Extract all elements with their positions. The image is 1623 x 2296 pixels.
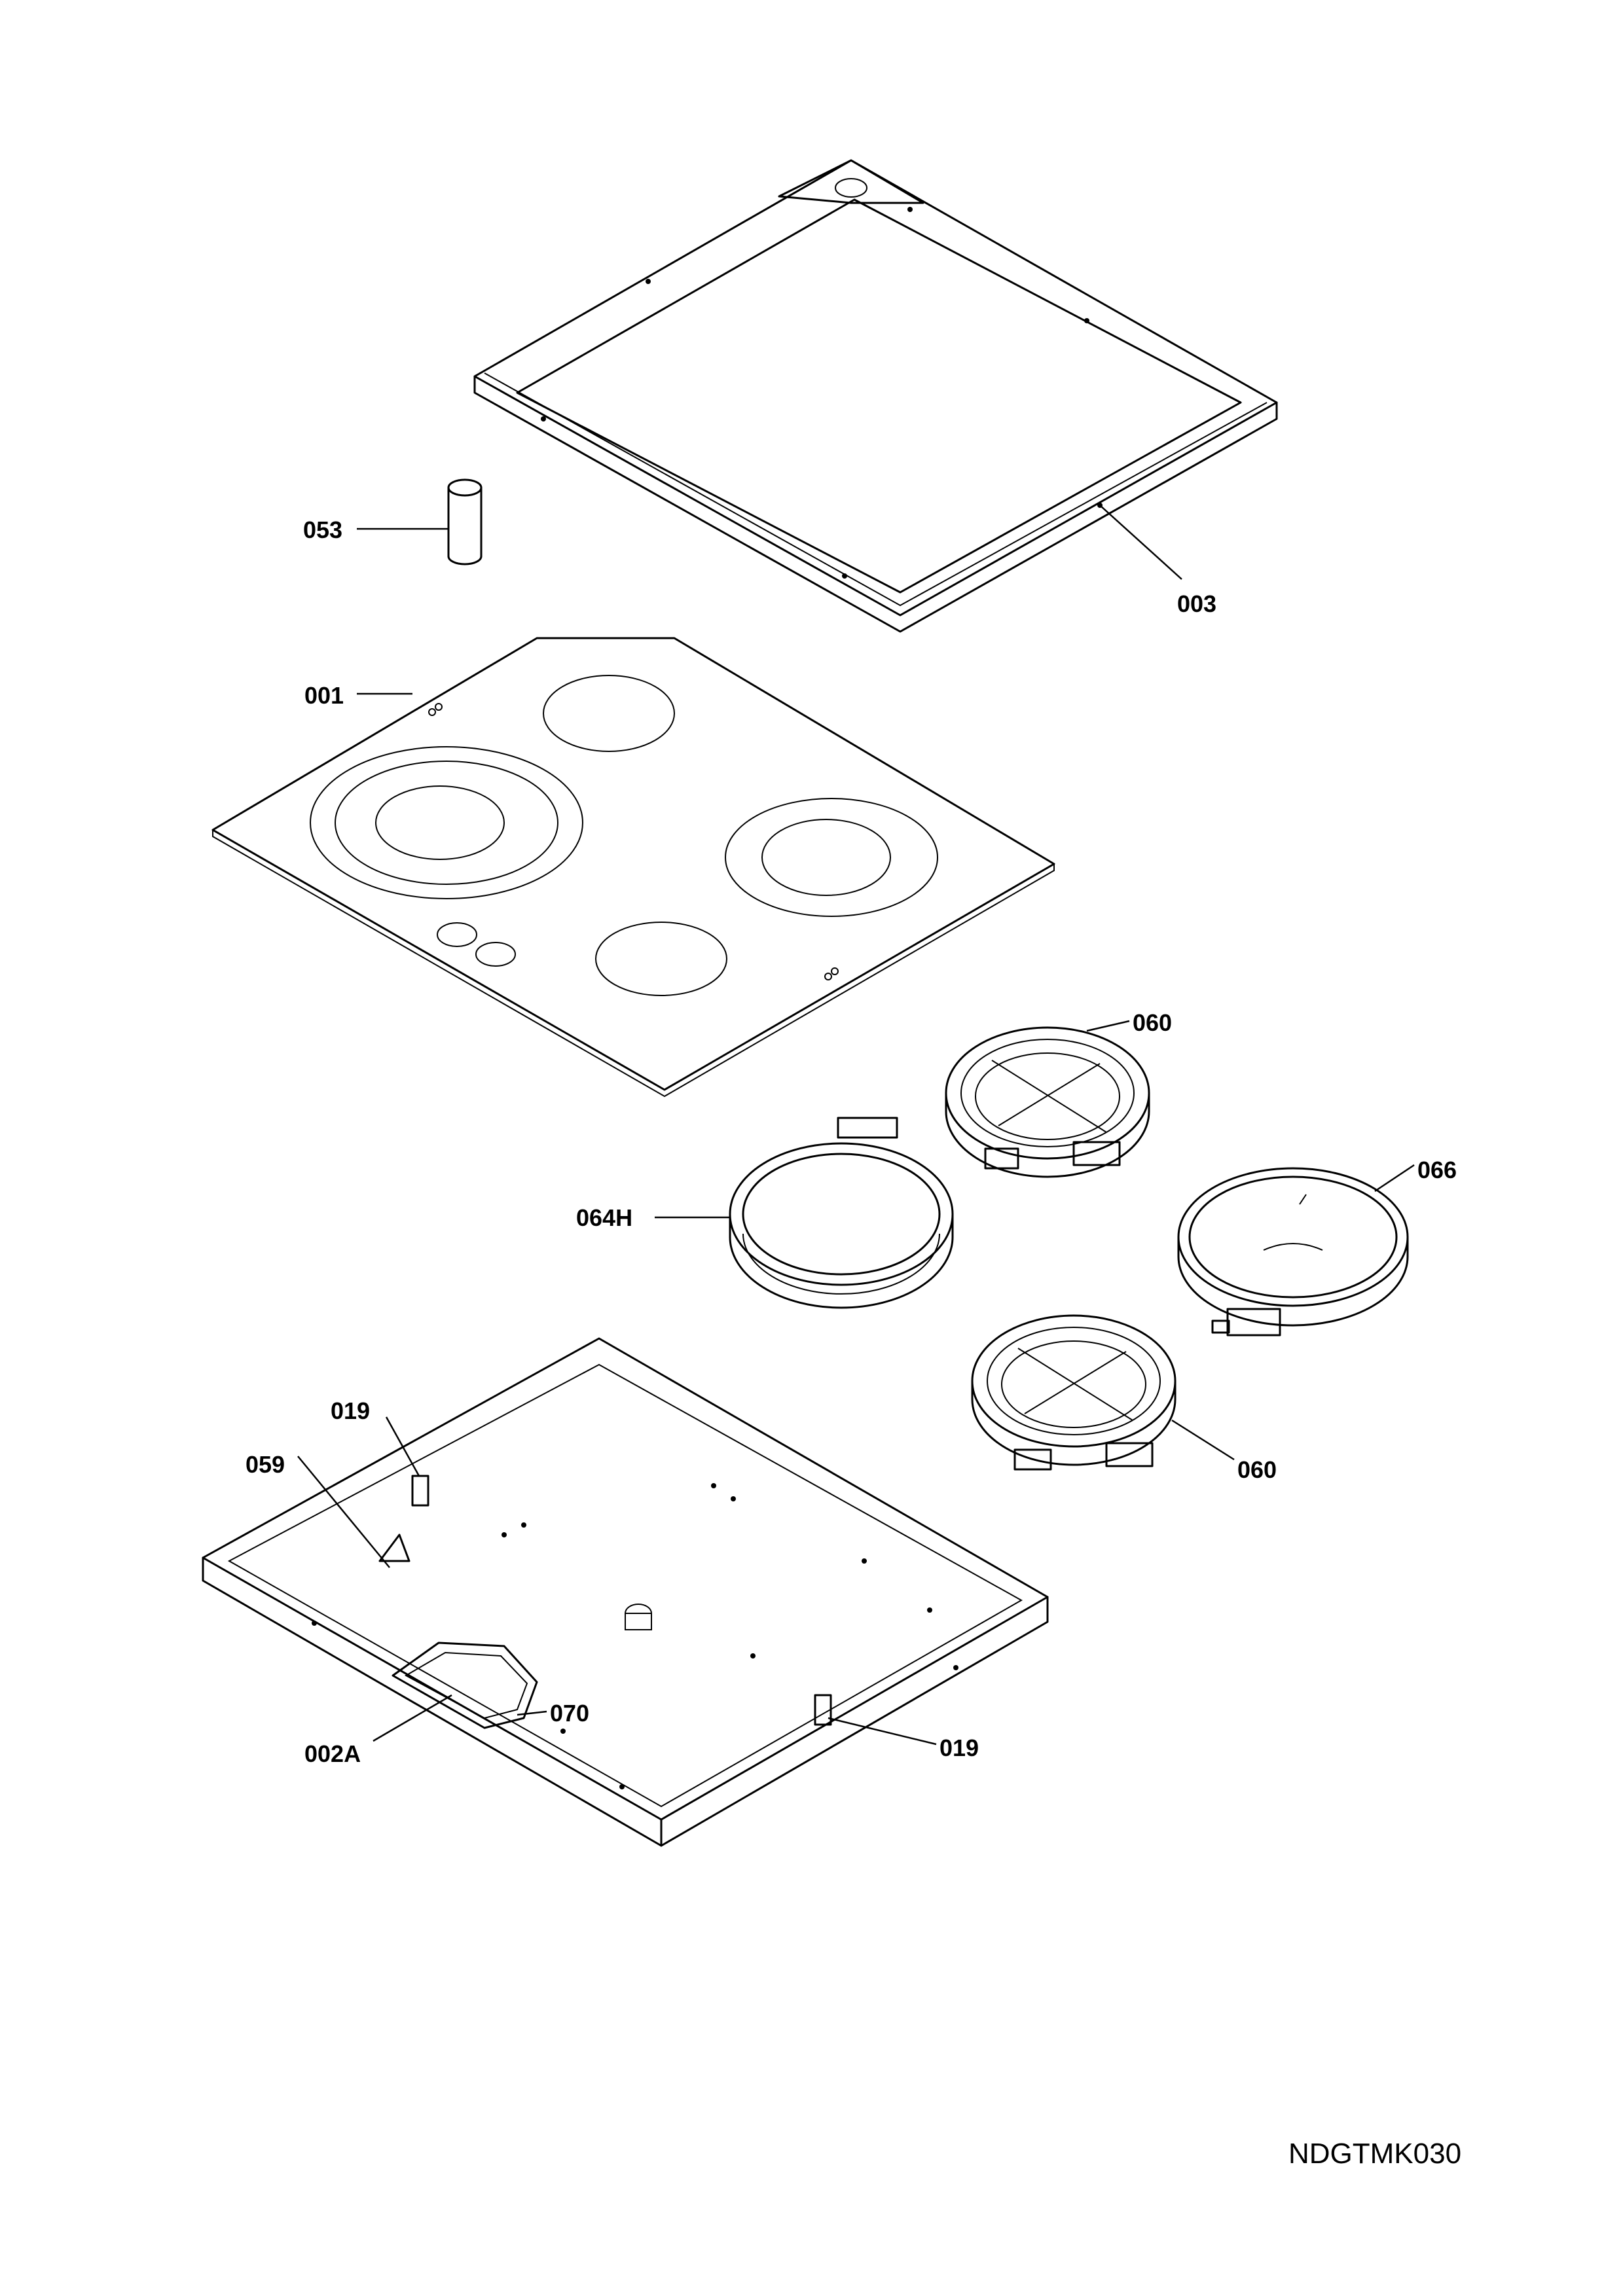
callout-066: 066 xyxy=(1417,1157,1457,1183)
callout-019-left: 019 xyxy=(331,1397,370,1424)
callout-053: 053 xyxy=(303,516,342,543)
part-060-element-bottom xyxy=(971,1314,1176,1471)
callout-060-bottom: 060 xyxy=(1237,1456,1277,1483)
part-064h-ring xyxy=(729,1142,954,1309)
callout-064h: 064H xyxy=(576,1204,632,1231)
callout-002a: 002A xyxy=(304,1740,361,1767)
callout-059: 059 xyxy=(246,1451,285,1478)
callout-019-right: 019 xyxy=(939,1734,979,1761)
part-001-glass-top xyxy=(211,637,1055,1098)
part-060-element-top xyxy=(837,1026,1150,1178)
part-003-frame xyxy=(473,159,1278,633)
callout-labels: 053 003 001 060 066 064H 060 019 059 070… xyxy=(246,516,1457,1767)
diagram-code: NDGTMK030 xyxy=(1288,2138,1461,2170)
part-066-element xyxy=(1177,1167,1409,1336)
part-002a-tray xyxy=(202,1337,1049,1847)
callout-001: 001 xyxy=(304,682,344,709)
leader-lines xyxy=(297,505,1415,1746)
callout-060-top: 060 xyxy=(1133,1009,1172,1036)
part-053-pin xyxy=(447,478,483,565)
callout-003: 003 xyxy=(1177,590,1216,617)
callout-070: 070 xyxy=(550,1700,589,1727)
